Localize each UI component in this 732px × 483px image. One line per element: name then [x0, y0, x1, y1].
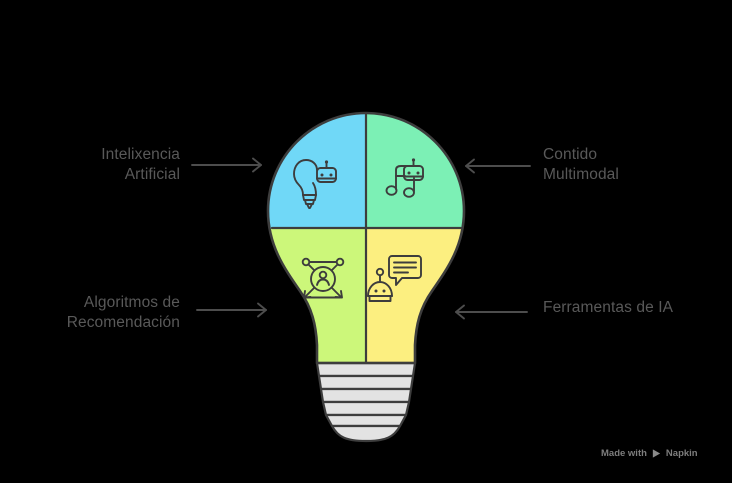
label-ferramentas-de-ia: Ferramentas de IA: [543, 299, 674, 316]
user-network-icon: [301, 257, 345, 299]
arrow-top-right: [465, 158, 531, 174]
label-algoritmos-recomendacion: Algoritmos de Recomendación: [66, 294, 180, 331]
arrow-top-left: [191, 157, 262, 173]
bulb-screw-base: [315, 361, 417, 443]
robot-chat-icon: [367, 255, 422, 302]
quadrant-dividers: [270, 112, 463, 365]
lightbulb-robot-icon: [293, 159, 337, 209]
quadrant-bottom-left[interactable]: [250, 228, 366, 373]
label-intelixencia-artificial: Intelixencia Artificial: [101, 146, 180, 183]
watermark-prefix: Made with: [601, 448, 647, 459]
bulb-outline: [266, 111, 466, 365]
label-contido-multimodal: Contido Multimodal: [543, 146, 619, 183]
bulb-quadrants: [250, 113, 464, 373]
watermark-brand: Napkin: [665, 448, 698, 459]
napkin-watermark: Made with Napkin: [601, 448, 698, 459]
arrow-bottom-right: [455, 304, 528, 320]
arrow-bottom-left: [196, 302, 267, 318]
napkin-logo-icon: [651, 448, 662, 459]
music-note-robot-icon: [385, 158, 424, 198]
